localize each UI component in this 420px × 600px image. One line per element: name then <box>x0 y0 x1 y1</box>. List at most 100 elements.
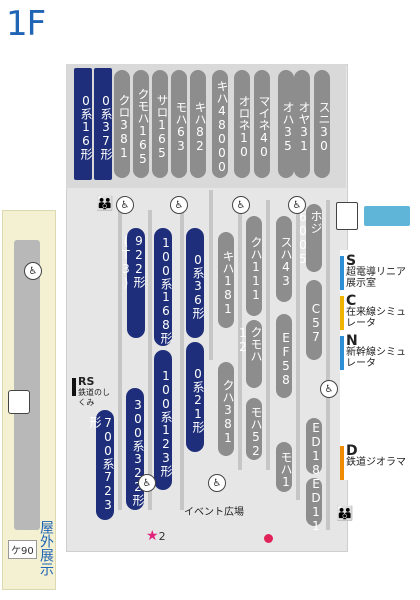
star-number: 2 <box>158 530 166 543</box>
exhibit-car-c29[interactable]: ホジ6005 <box>296 204 323 272</box>
family-icon: 👪 <box>336 506 354 522</box>
exhibit-car-c7[interactable]: キハ82 <box>190 70 207 178</box>
exhibit-car-c11[interactable]: オハ35 <box>278 70 295 178</box>
exhibit-car-label: ED11 <box>309 477 323 533</box>
legend-text: 新幹線シミュレータ <box>346 347 406 369</box>
exhibit-car-label: 0系36形 <box>191 253 205 319</box>
exhibit-car-label: キハ181 <box>221 250 235 316</box>
wheelchair-icon: ♿ <box>138 474 156 492</box>
track-line <box>118 210 122 510</box>
exhibit-car-label: オロネ10 <box>237 95 251 159</box>
exhibit-car-c3[interactable]: クロ381 <box>114 70 131 178</box>
rs-code: RS <box>78 375 95 388</box>
exhibit-car-c20[interactable]: 700系723形 <box>88 410 115 520</box>
exhibit-car-label: 922形(T3) <box>119 234 146 290</box>
wheelchair-icon: ♿ <box>170 196 188 214</box>
exhibit-car-c25[interactable]: モハ52 <box>246 398 263 460</box>
exhibit-car-label: 0系37形 <box>99 94 113 160</box>
restroom-icon <box>364 206 410 226</box>
star-marker[interactable]: ★2 <box>146 528 166 544</box>
legend-panel <box>340 250 416 480</box>
exhibit-car-c26[interactable]: スハ43 <box>276 216 293 302</box>
exhibit-car-c16[interactable]: 0系36形 <box>186 228 205 338</box>
exhibit-car-c18[interactable]: 0系21形 <box>186 342 205 452</box>
exhibit-car-c4[interactable]: クモハ165 <box>133 70 150 178</box>
wheelchair-icon: ♿ <box>320 380 338 398</box>
rs-marker-bar <box>72 378 76 396</box>
exhibit-car-c10[interactable]: マイネ40 <box>254 70 271 178</box>
exhibit-car-label: スニ30 <box>317 101 331 153</box>
exhibit-car-label: 100系168形 <box>159 236 173 344</box>
event-plaza-label: イベント広場 <box>184 507 244 518</box>
exhibit-car-c21[interactable]: キハ181 <box>218 232 235 328</box>
wheelchair-icon: ♿ <box>208 474 226 492</box>
track-line <box>238 200 242 470</box>
exhibit-car-c12[interactable]: オヤ31 <box>294 70 311 178</box>
exhibit-car-c19[interactable]: 300系322形 <box>126 388 145 510</box>
legend-color-bar <box>340 296 344 330</box>
legend-letter: C <box>346 293 357 309</box>
exhibit-car-c15[interactable]: 100系168形 <box>154 228 173 346</box>
exhibit-car-c27[interactable]: EF58 <box>276 314 293 398</box>
legend-letter: S <box>346 253 357 269</box>
exhibit-car-c8[interactable]: キハ48000 <box>212 70 229 178</box>
exhibit-car-c24[interactable]: クモハ12 <box>236 320 263 388</box>
exhibit-car-label: 0系16形 <box>79 94 93 160</box>
wheelchair-icon: ♿ <box>288 196 306 214</box>
exhibit-car-label: 100系123形 <box>159 369 173 477</box>
exhibit-car-c30[interactable]: C57 <box>306 280 323 360</box>
exhibit-car-label: オハ35 <box>281 101 295 153</box>
exhibit-car-c14[interactable]: 922形(T3) <box>119 228 146 338</box>
exhibit-car-c23[interactable]: クハ111 <box>246 216 263 316</box>
family-icon: 👪 <box>96 196 114 212</box>
exhibit-car-c6[interactable]: モハ63 <box>171 70 188 178</box>
exhibit-car-label: EF58 <box>279 331 293 387</box>
exhibit-car-c32[interactable]: ED11 <box>306 477 323 533</box>
exhibit-car-label: クロ381 <box>117 94 131 160</box>
exhibit-car-label: キハ82 <box>193 101 207 153</box>
track-line <box>148 210 152 510</box>
exhibit-car-label: モハ52 <box>249 406 263 458</box>
exhibit-car-c2[interactable]: 0系37形 <box>94 68 113 180</box>
outdoor-label: 屋外展示 <box>38 520 54 576</box>
exhibit-car-label: 700系723形 <box>88 416 115 512</box>
exhibit-car-c17[interactable]: 100系123形 <box>154 350 173 490</box>
legend-letter: N <box>346 333 358 349</box>
track-line <box>266 200 270 470</box>
exhibit-car-c22[interactable]: クハ381 <box>218 362 235 456</box>
exhibit-car-c1[interactable]: 0系16形 <box>74 68 93 180</box>
legend-letter: D <box>346 443 358 459</box>
legend-text: 超電導リニア展示室 <box>346 267 406 289</box>
info-board-icon <box>8 390 30 414</box>
ke90-label: ケ90 <box>8 540 37 559</box>
exhibit-car-c13[interactable]: スニ30 <box>314 70 331 178</box>
exhibit-car-c5[interactable]: サロ165 <box>152 70 169 178</box>
exhibit-car-label: キハ48000 <box>215 80 229 174</box>
legend-color-bar <box>340 446 344 480</box>
exhibit-car-label: C57 <box>309 302 323 344</box>
exhibit-car-label: スハ43 <box>279 236 293 288</box>
wheelchair-icon: ♿ <box>24 262 42 280</box>
exhibit-car-label: マイネ40 <box>257 95 271 159</box>
exhibit-car-label: ホジ6005 <box>296 210 323 266</box>
location-dot-icon <box>264 534 273 543</box>
track-line <box>209 190 213 360</box>
wheelchair-icon: ♿ <box>232 196 250 214</box>
exhibit-car-label: クモハ165 <box>136 88 150 166</box>
track-line <box>296 200 300 500</box>
exhibit-car-c28[interactable]: モハ1 <box>276 442 293 492</box>
outdoor-track <box>14 240 40 530</box>
exhibit-car-label: 0系21形 <box>191 367 205 433</box>
exhibit-car-c31[interactable]: ED18 <box>306 418 323 477</box>
exhibit-car-label: オヤ31 <box>297 101 311 153</box>
exhibit-car-c9[interactable]: オロネ10 <box>234 70 251 178</box>
exhibit-car-label: クハ111 <box>249 236 263 302</box>
track-line <box>180 210 184 510</box>
exhibit-car-label: モハ1 <box>279 451 293 489</box>
exhibit-car-label: サロ165 <box>155 94 169 160</box>
star-icon: ★ <box>146 528 159 544</box>
